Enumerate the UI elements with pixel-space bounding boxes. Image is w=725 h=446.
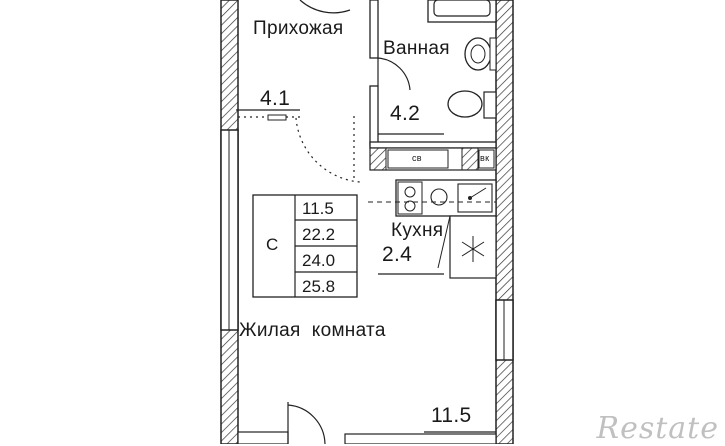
hallway-area-label: 4.1 xyxy=(260,87,291,110)
kitchen-area-label: 2.4 xyxy=(382,243,413,266)
legend-value: 11.5 xyxy=(302,199,334,218)
legend-value: 25.8 xyxy=(302,277,336,296)
bottom-left-wall xyxy=(237,431,289,444)
balcony-door-swing xyxy=(287,404,326,444)
hallway-inner-door-swing xyxy=(295,117,361,183)
living-room-label: Жилая комната xyxy=(239,320,386,341)
kitchen-sink xyxy=(457,183,493,213)
hallway-door-swing xyxy=(299,0,351,14)
watermark: Restate xyxy=(596,411,719,446)
bathroom-partition xyxy=(369,0,379,59)
toilet xyxy=(447,90,483,118)
bathroom-area-label: 4.2 xyxy=(390,102,421,125)
hallway-label: Прихожая xyxy=(253,18,344,39)
washer xyxy=(387,149,449,169)
right-exterior-wall xyxy=(495,0,514,444)
legend-value: 24.0 xyxy=(302,251,336,270)
bottom-right-wall xyxy=(344,433,497,444)
legend-letter: С xyxy=(266,235,279,254)
washer-label: св xyxy=(412,153,422,163)
bathroom-label: Ванная xyxy=(383,38,450,59)
water-heater-label: вк xyxy=(480,153,490,163)
kitchen-label: Кухня xyxy=(391,220,444,241)
living-area-label: 11.5 xyxy=(431,404,472,427)
legend-value: 22.2 xyxy=(302,225,336,244)
water-heater xyxy=(478,149,495,169)
bathroom-door-swing xyxy=(377,57,411,91)
bathroom-bottom-wall xyxy=(369,141,497,149)
kitchen-round-sink xyxy=(430,188,448,206)
